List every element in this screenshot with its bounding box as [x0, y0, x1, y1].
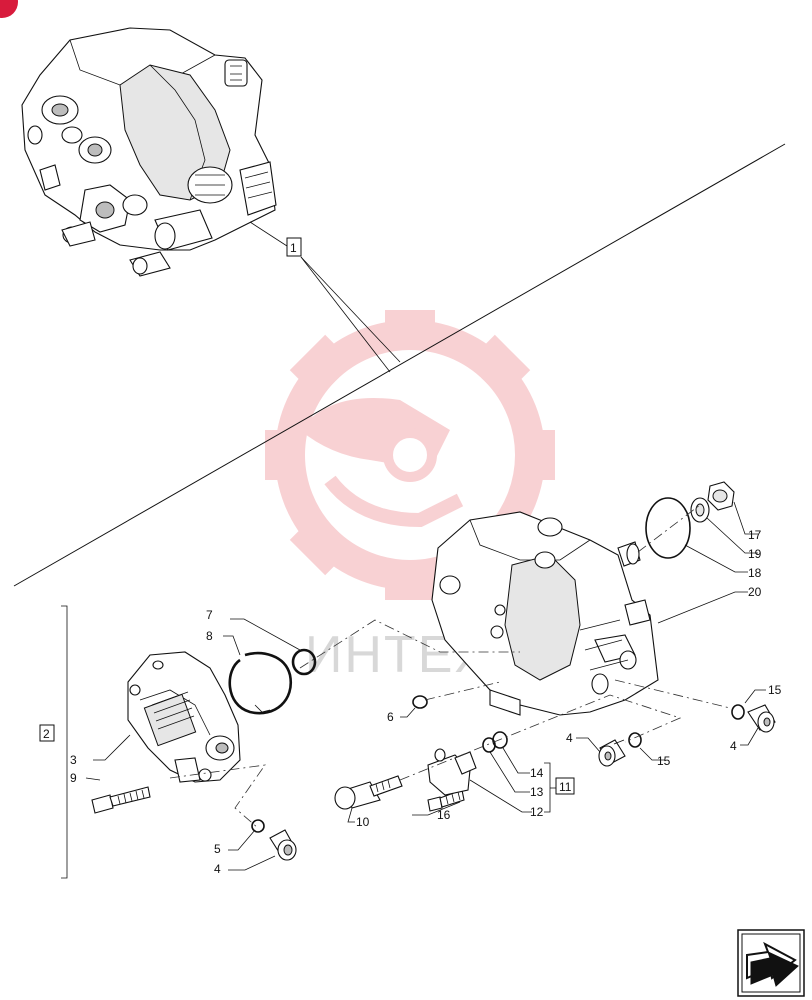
callout-3[interactable]: 3	[70, 753, 77, 767]
callout-12[interactable]: 12	[530, 805, 544, 819]
o-ring-6	[412, 695, 428, 709]
pump-assembly-illustration	[21, 27, 277, 277]
pump-body-20-illustration	[431, 511, 659, 716]
callout-17[interactable]: 17	[748, 528, 762, 542]
o-ring-18	[645, 497, 691, 559]
centerline-top	[637, 504, 701, 553]
o-ring-5	[251, 819, 265, 833]
callout-4-left[interactable]: 4	[214, 862, 221, 876]
centerline-upper	[299, 619, 520, 669]
o-ring-7	[291, 648, 317, 676]
centerline-middle	[399, 694, 682, 781]
callout-20[interactable]: 20	[748, 585, 762, 599]
callout-4-right[interactable]: 4	[730, 739, 737, 753]
gear-logo-icon	[265, 310, 555, 600]
callout-15-middle[interactable]: 15	[657, 754, 671, 768]
callout-16[interactable]: 16	[437, 808, 451, 822]
plug-4-middle	[598, 739, 626, 767]
leader-1-a	[249, 221, 288, 247]
o-ring-15-right	[731, 704, 745, 720]
leader-lines	[61, 501, 766, 879]
callout-box-1	[286, 237, 302, 257]
callout-9[interactable]: 9	[70, 771, 77, 785]
callout-6[interactable]: 6	[387, 710, 394, 724]
centerline-left	[169, 764, 266, 829]
callout-box-2	[39, 724, 55, 742]
bolt-9	[91, 786, 151, 814]
callout-1[interactable]: 1	[290, 241, 297, 255]
callout-14[interactable]: 14	[530, 766, 544, 780]
sensor-10	[334, 775, 403, 810]
o-ring-15-middle	[628, 732, 642, 748]
next-page-arrow-icon[interactable]	[737, 929, 805, 997]
callout-8[interactable]: 8	[206, 629, 213, 643]
callout-5[interactable]: 5	[214, 842, 221, 856]
plug-4-left	[269, 829, 297, 861]
callout-13[interactable]: 13	[530, 785, 544, 799]
nut-17	[707, 481, 735, 511]
callout-box-11	[555, 777, 575, 795]
separator-line	[13, 143, 786, 587]
callout-7[interactable]: 7	[206, 608, 213, 622]
leader-1-c	[300, 256, 391, 373]
gear-pump-3-illustration	[127, 651, 241, 783]
bolt-16	[427, 789, 465, 812]
o-ring-8	[228, 651, 293, 715]
callout-2[interactable]: 2	[43, 727, 50, 741]
callout-11[interactable]: 11	[559, 780, 572, 794]
leader-1-b	[300, 256, 401, 363]
valve-12	[427, 748, 477, 796]
callout-15-right[interactable]: 15	[768, 683, 782, 697]
callout-18[interactable]: 18	[748, 566, 762, 580]
centerline-6	[424, 681, 501, 701]
corner-badge	[0, 0, 18, 18]
callout-4-middle[interactable]: 4	[566, 731, 573, 745]
o-ring-14	[492, 731, 508, 749]
callout-19[interactable]: 19	[748, 547, 762, 561]
plug-4-right	[747, 704, 776, 733]
callout-10[interactable]: 10	[356, 815, 370, 829]
